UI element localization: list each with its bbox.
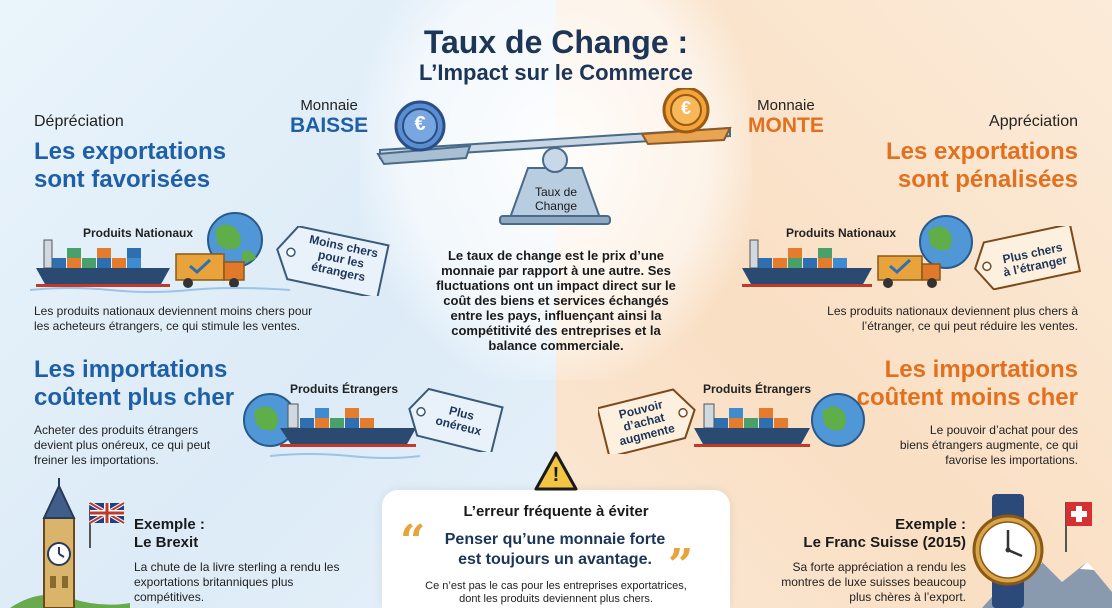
right-import-heading: Les importations coûtent moins cher bbox=[857, 356, 1078, 412]
close-quote-icon: ” bbox=[668, 540, 694, 591]
ship-truck-globe-icon bbox=[30, 212, 290, 293]
center-description-line-6: compétitivité des entreprises et la bbox=[451, 323, 661, 338]
warning-icon bbox=[534, 451, 578, 491]
left-example-text-line-1: La chute de la livre sterling a rendu le… bbox=[134, 560, 340, 574]
left-example-text-line-2: exportations britanniques plus bbox=[134, 575, 294, 589]
monnaie-state-left: BAISSE bbox=[290, 114, 369, 137]
error-quote-line-1: Penser qu’une monnaie forte bbox=[444, 531, 666, 548]
monnaie-label-right: Monnaie bbox=[757, 97, 815, 114]
price-tag-icon bbox=[974, 226, 1082, 290]
left-export-text-line-2: les acheteurs étrangers, ce qui stimule … bbox=[34, 319, 301, 333]
price-tag-icon bbox=[408, 388, 504, 452]
left-example-heading: Exemple : Le Brexit bbox=[134, 516, 205, 552]
error-quote-line-2: est toujours un avantage. bbox=[458, 551, 652, 568]
right-export-heading: Les exportations sont pénalisées bbox=[886, 138, 1078, 194]
error-note-line-2: dont les produits deviennent plus chers. bbox=[459, 593, 653, 605]
swiss-watch-icon bbox=[972, 494, 1112, 608]
price-tag-icon bbox=[598, 388, 696, 454]
price-tag-icon bbox=[276, 226, 390, 296]
left-example-name: Le Brexit bbox=[134, 534, 199, 551]
left-export-heading: Les exportations sont favorisées bbox=[34, 138, 226, 194]
right-export-heading-line-1: Les exportations bbox=[885, 138, 1078, 165]
right-export-caption: Produits Nationaux bbox=[786, 226, 897, 240]
ship-truck-globe-icon bbox=[742, 215, 973, 288]
center-description: Le taux de change est le prix d’une monn… bbox=[425, 248, 687, 353]
center-description-line-7: balance commerciale. bbox=[488, 338, 624, 353]
left-import-text-line-3: freiner les importations. bbox=[34, 453, 159, 467]
right-export-heading-line-2: sont pénalisées bbox=[897, 166, 1078, 193]
right-import-text-line-2: biens étrangers augmente, ce qui bbox=[899, 438, 1078, 452]
appreciation-label: Appréciation bbox=[989, 113, 1078, 130]
error-note-line-1: Ce n’est pas le cas pour les entreprises… bbox=[425, 580, 687, 592]
right-import-text-line-1: Le pouvoir d’achat pour des bbox=[929, 423, 1078, 437]
left-import-heading-line-2: coûtent plus cher bbox=[34, 384, 235, 411]
center-description-line-5: entre les pays, influençant ainsi la bbox=[450, 308, 662, 323]
scale-label: Taux de Change bbox=[518, 185, 594, 213]
left-export-text-line-1: Les produits nationaux deviennent moins … bbox=[34, 304, 313, 318]
right-example-text-line-1: Sa forte appréciation a rendu les bbox=[792, 560, 966, 574]
error-note: Ce n’est pas le cas pour les entreprises… bbox=[395, 580, 717, 606]
left-import-heading: Les importations coûtent plus cher bbox=[34, 356, 234, 412]
center-description-line-1: Le taux de change est le prix d’une bbox=[447, 248, 664, 263]
right-example-text-line-2: montres de luxe suisses beaucoup bbox=[781, 575, 966, 589]
right-example-text: Sa forte appréciation a rendu les montre… bbox=[781, 560, 966, 605]
error-quote: Penser qu’une monnaie forte est toujours… bbox=[420, 530, 690, 570]
left-example-label: Exemple : bbox=[134, 516, 205, 533]
big-ben-icon bbox=[10, 478, 130, 608]
left-export-heading-line-2: sont favorisées bbox=[34, 166, 211, 193]
left-export-heading-line-1: Les exportations bbox=[34, 138, 227, 165]
left-export-text: Les produits nationaux deviennent moins … bbox=[34, 304, 312, 334]
euro-coin-left-symbol: € bbox=[414, 113, 426, 135]
monnaie-baisse: Monnaie BAISSE bbox=[290, 97, 368, 138]
monnaie-state-right: MONTE bbox=[748, 114, 824, 137]
left-export-caption: Produits Nationaux bbox=[83, 226, 194, 240]
left-import-heading-line-1: Les importations bbox=[34, 356, 228, 383]
right-import-text-line-3: favorise les importations. bbox=[945, 453, 1078, 467]
right-import-caption: Produits Étrangers bbox=[703, 382, 812, 396]
right-example-label: Exemple : bbox=[895, 516, 966, 533]
left-import-text-line-2: devient plus onéreux, ce qui peut bbox=[34, 438, 211, 452]
monnaie-label-left: Monnaie bbox=[300, 97, 358, 114]
left-example-text-line-3: compétitives. bbox=[134, 590, 205, 604]
ship-globe-icon bbox=[694, 393, 865, 447]
left-import-text: Acheter des produits étrangers devient p… bbox=[34, 423, 210, 468]
right-export-text-line-2: l’étranger, ce qui peut réduire les vent… bbox=[861, 319, 1078, 333]
common-error-box bbox=[382, 490, 730, 608]
warning-symbol: ! bbox=[552, 464, 560, 486]
scale-label-line-2: Change bbox=[534, 199, 578, 213]
monnaie-monte: Monnaie MONTE bbox=[748, 97, 824, 138]
right-export-text: Les produits nationaux deviennent plus c… bbox=[827, 304, 1078, 334]
page-subtitle: L’Impact sur le Commerce bbox=[419, 60, 693, 85]
globe-ship-icon bbox=[243, 393, 420, 459]
depreciation-label: Dépréciation bbox=[34, 113, 124, 130]
balance-scale-icon bbox=[376, 88, 732, 225]
center-description-line-4: coût des biens et services échangés bbox=[443, 293, 669, 308]
left-import-caption: Produits Étrangers bbox=[290, 382, 399, 396]
right-example-name: Le Franc Suisse (2015) bbox=[803, 534, 966, 551]
right-example-text-line-3: plus chères à l’export. bbox=[849, 590, 966, 604]
left-example-text: La chute de la livre sterling a rendu le… bbox=[134, 560, 339, 605]
right-import-text: Le pouvoir d’achat pour des biens étrang… bbox=[900, 423, 1078, 468]
euro-coin-right-symbol: € bbox=[680, 98, 691, 118]
right-import-heading-line-2: coûtent moins cher bbox=[856, 384, 1078, 411]
right-example-heading: Exemple : Le Franc Suisse (2015) bbox=[803, 516, 966, 552]
scale-label-line-1: Taux de bbox=[534, 185, 578, 199]
right-export-text-line-1: Les produits nationaux deviennent plus c… bbox=[827, 304, 1078, 318]
error-title: L’erreur fréquente à éviter bbox=[463, 503, 649, 520]
right-import-heading-line-1: Les importations bbox=[884, 356, 1078, 383]
open-quote-icon: “ bbox=[400, 516, 426, 567]
center-description-line-2: monnaie par rapport à une autre. Ses bbox=[441, 263, 671, 278]
page-title: Taux de Change : bbox=[423, 24, 689, 60]
left-import-text-line-1: Acheter des produits étrangers bbox=[34, 423, 199, 437]
center-description-line-3: fluctuations ont un impact direct sur le bbox=[436, 278, 676, 293]
